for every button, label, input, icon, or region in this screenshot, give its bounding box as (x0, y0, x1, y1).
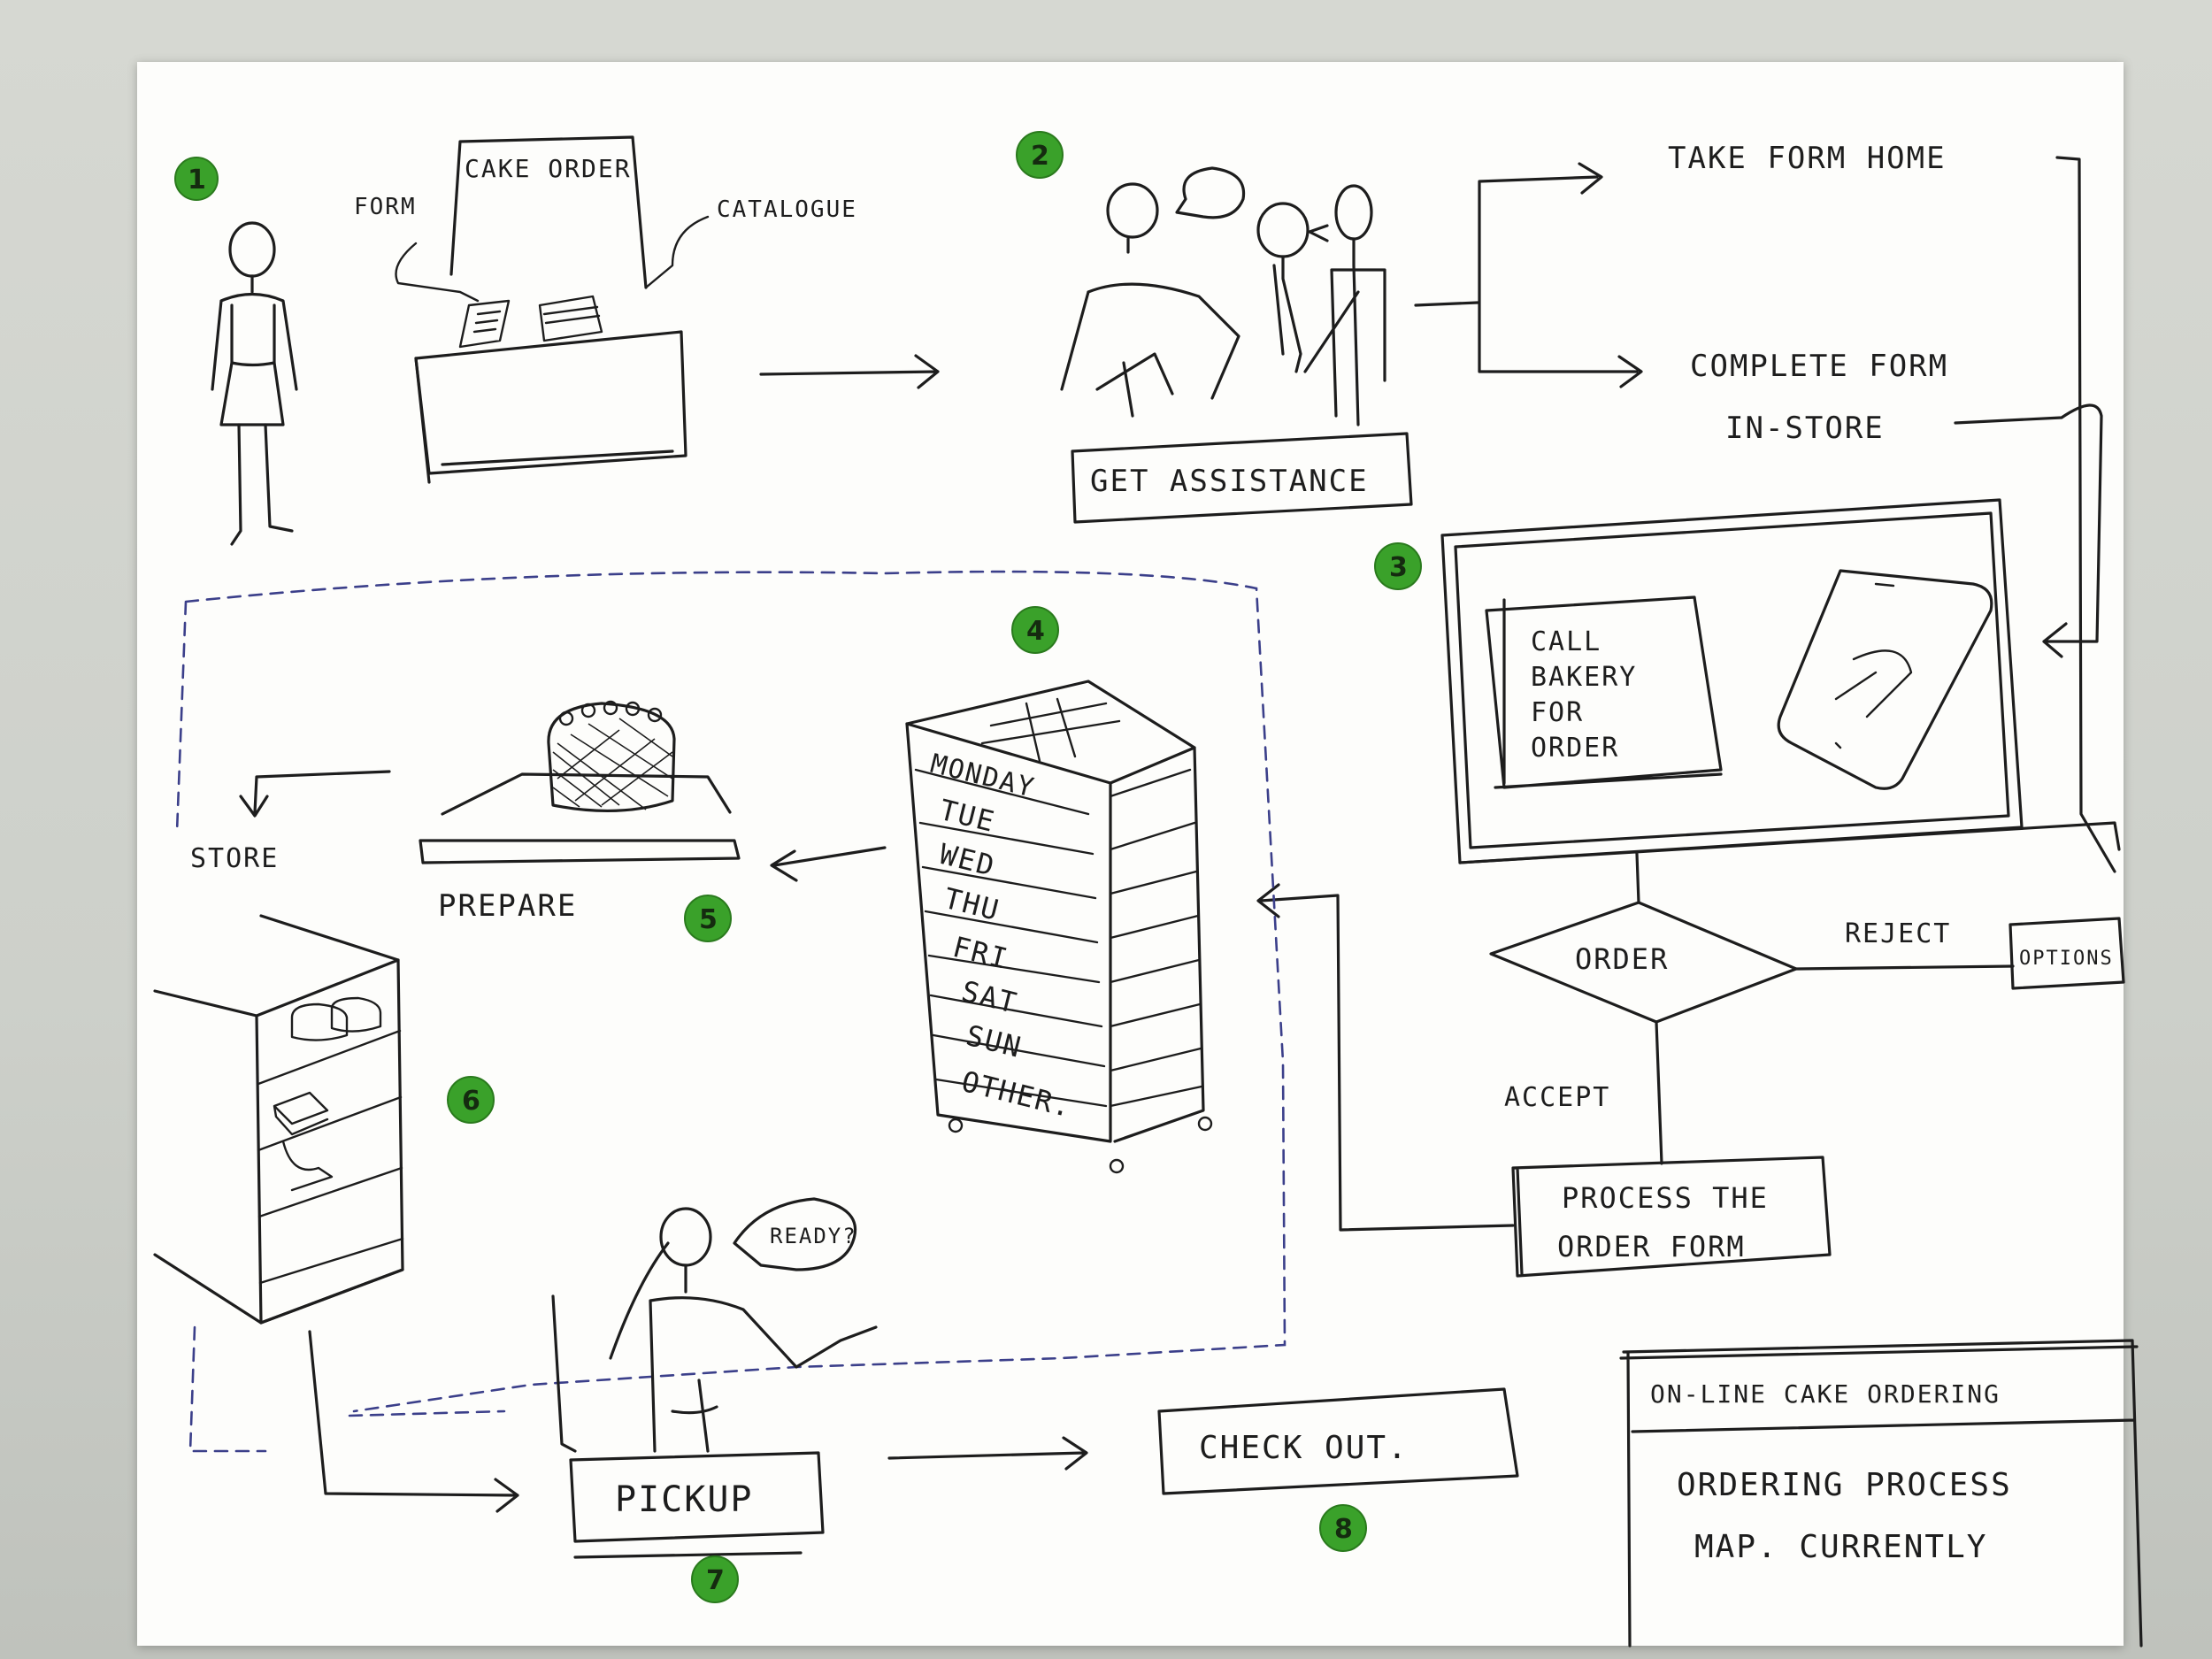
reject-label: REJECT (1845, 918, 1951, 949)
step3-note-line3: FOR (1531, 697, 1584, 728)
arrow-prepare-to-store (239, 770, 391, 818)
step3-note-line1: CALL (1531, 626, 1601, 657)
step8-checkout-label: CHECK OUT. (1199, 1430, 1409, 1466)
arrow-schedule-to-prepare (770, 846, 887, 882)
title-block-header: ON-LINE CAKE ORDERING (1650, 1379, 2001, 1409)
step4-badge (1011, 606, 1059, 654)
step7-speech: READY? (770, 1224, 857, 1248)
step6-badge (447, 1076, 495, 1124)
step4-schedule-rack (905, 680, 1213, 1174)
title-block-line1: ORDERING PROCESS (1677, 1467, 2012, 1503)
step2-badge (1016, 131, 1064, 179)
step5-number: 5 (699, 904, 718, 935)
step1-badge (174, 157, 219, 201)
step1-form-label: FORM (354, 194, 417, 220)
step1-form-pointer (395, 242, 480, 303)
step5-prepare-label: PREPARE (438, 888, 577, 924)
step7-pickup-figure (551, 1197, 878, 1453)
dashed-store-path (348, 1409, 506, 1417)
step8-checkout-box (1157, 1387, 1519, 1495)
loop-take-form-home-to-step3 (2055, 156, 2116, 873)
option-complete-form-line2: IN-STORE (1725, 411, 1885, 446)
schedule-day-6: SAT (958, 974, 1021, 1020)
step3-note-line4: ORDER (1531, 733, 1619, 764)
phone-icon (1777, 569, 1993, 790)
step1-catalogue-label: CATALOGUE (717, 196, 857, 223)
step1-counter (414, 135, 687, 484)
decision-label: ORDER (1575, 942, 1669, 976)
step7-number: 7 (706, 1565, 725, 1596)
schedule-day-4: THU (941, 881, 1003, 927)
arrow-step1-to-step2 (759, 354, 940, 389)
branch-from-assistance (1414, 162, 1643, 388)
accept-line (1655, 1020, 1663, 1165)
step3-monitor (1440, 498, 2121, 904)
step3-number: 3 (1389, 552, 1408, 583)
step1-catalogue-pointer (644, 215, 710, 289)
schedule-day-8: OTHER. (958, 1064, 1076, 1125)
options-label: OPTIONS (2019, 948, 2114, 970)
paper-sheet (137, 62, 2124, 1646)
options-box (2008, 917, 2125, 990)
title-block-line2: MAP. CURRENTLY (1694, 1529, 1987, 1565)
process-form-line1: PROCESS THE (1562, 1181, 1769, 1215)
step3-badge (1374, 542, 1422, 590)
process-form-line2: ORDER FORM (1557, 1230, 1746, 1263)
schedule-day-3: WED (936, 837, 999, 883)
step6-storage-shelf (153, 914, 404, 1325)
arrow-pickup-to-checkout (887, 1436, 1088, 1471)
arrow-process-to-schedule (1256, 883, 1515, 1232)
arrow-storage-to-pickup (308, 1330, 519, 1513)
step2-get-assistance-label: GET ASSISTANCE (1090, 464, 1369, 499)
store-label: STORE (190, 843, 279, 874)
reject-line (1794, 964, 2015, 971)
step3-call-bakery-note (1485, 595, 1723, 789)
step8-number: 8 (1334, 1514, 1353, 1545)
schedule-day-5: FRI (949, 930, 1012, 976)
bakery-boundary-dashed (175, 570, 1286, 1453)
option-complete-form-line1: COMPLETE FORM (1690, 349, 1948, 384)
step5-badge (684, 895, 732, 942)
step2-get-assistance-box (1071, 432, 1413, 524)
accept-label: ACCEPT (1504, 1082, 1610, 1113)
step7-badge (691, 1555, 739, 1603)
title-block (1619, 1339, 2143, 1647)
step1-sign-text: CAKE ORDER (465, 154, 632, 183)
loop-complete-form-to-step3 (1954, 403, 2103, 658)
step7-pickup-box (569, 1451, 825, 1559)
step1-customer-figure (211, 221, 298, 546)
step2-number: 2 (1031, 141, 1049, 172)
step7-pickup-label: PICKUP (615, 1479, 754, 1520)
option-take-form-home: TAKE FORM HOME (1668, 141, 1947, 176)
schedule-day-7: SUN (963, 1018, 1025, 1064)
step2-assistance-figures (1060, 166, 1386, 426)
step3-note-line2: BAKERY (1531, 662, 1637, 693)
step6-number: 6 (462, 1086, 480, 1117)
step8-badge (1319, 1504, 1367, 1552)
step1-number: 1 (188, 165, 206, 196)
schedule-day-2: TUE (936, 793, 999, 839)
step4-number: 4 (1026, 616, 1045, 647)
process-form-box (1511, 1156, 1832, 1278)
step5-cake-on-table (419, 700, 741, 864)
